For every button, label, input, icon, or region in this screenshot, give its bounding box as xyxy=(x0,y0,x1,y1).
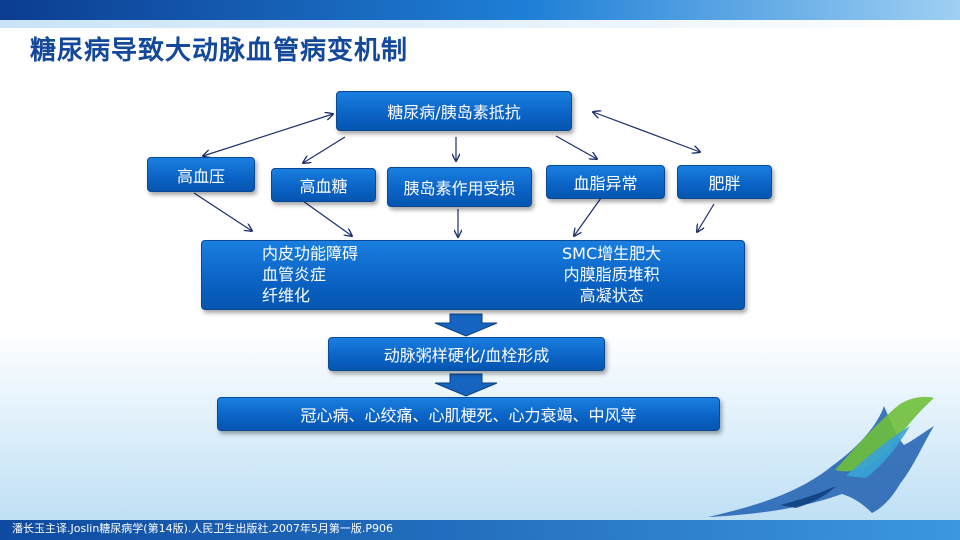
pathology-item: 高凝状态 xyxy=(579,286,644,305)
node-hypertension: 高血压 xyxy=(147,157,255,192)
pathology-item: SMC增生肥大 xyxy=(562,244,662,263)
node-pathology: 内皮功能障碍 血管炎症 纤维化 SMC增生肥大 内膜脂质堆积 高凝状态 xyxy=(201,240,745,310)
arrow-top-to-obesity xyxy=(593,112,700,152)
eagle-logo xyxy=(708,396,934,517)
arrow-obesity-to-middle xyxy=(697,203,715,232)
big-arrow-2 xyxy=(434,373,498,397)
arrow-dyslipidemia-to-middle xyxy=(574,197,602,236)
pathology-item: 内膜脂质堆积 xyxy=(563,265,660,284)
big-arrow-1 xyxy=(434,313,498,337)
pathology-item: 内皮功能障碍 xyxy=(262,244,359,263)
node-diabetes-insulin-resistance: 糖尿病/胰岛素抵抗 xyxy=(336,91,572,131)
arrow-top-to-hyperglycemia xyxy=(303,136,346,163)
page-title: 糖尿病导致大动脉血管病变机制 xyxy=(30,36,409,66)
node-atherosclerosis: 动脉粥样硬化/血栓形成 xyxy=(328,337,605,371)
pathology-item: 纤维化 xyxy=(262,286,311,305)
header-band xyxy=(0,0,960,20)
node-outcomes: 冠心病、心绞痛、心肌梗死、心力衰竭、中风等 xyxy=(217,397,720,431)
arrow-top-to-hypertension xyxy=(203,114,333,156)
node-impaired-insulin-action: 胰岛素作用受损 xyxy=(387,167,532,207)
arrow-top-to-dyslipidemia xyxy=(555,135,597,159)
node-obesity: 肥胖 xyxy=(677,165,772,199)
footer-band xyxy=(0,520,960,540)
pathology-right-list: SMC增生肥大 内膜脂质堆积 高凝状态 xyxy=(562,243,661,306)
pathology-left-list: 内皮功能障碍 血管炎症 纤维化 xyxy=(262,243,358,306)
node-dyslipidemia: 血脂异常 xyxy=(546,165,665,199)
node-hyperglycemia: 高血糖 xyxy=(271,168,376,202)
pathology-item: 血管炎症 xyxy=(262,265,327,284)
arrow-hypertension-to-middle xyxy=(193,192,252,231)
reference-footnote: 潘长玉主译.Joslin糖尿病学(第14版).人民卫生出版社.2007年5月第一… xyxy=(12,522,393,535)
arrow-hyperglycemia-to-middle xyxy=(302,200,352,236)
header-band-light xyxy=(0,20,960,28)
